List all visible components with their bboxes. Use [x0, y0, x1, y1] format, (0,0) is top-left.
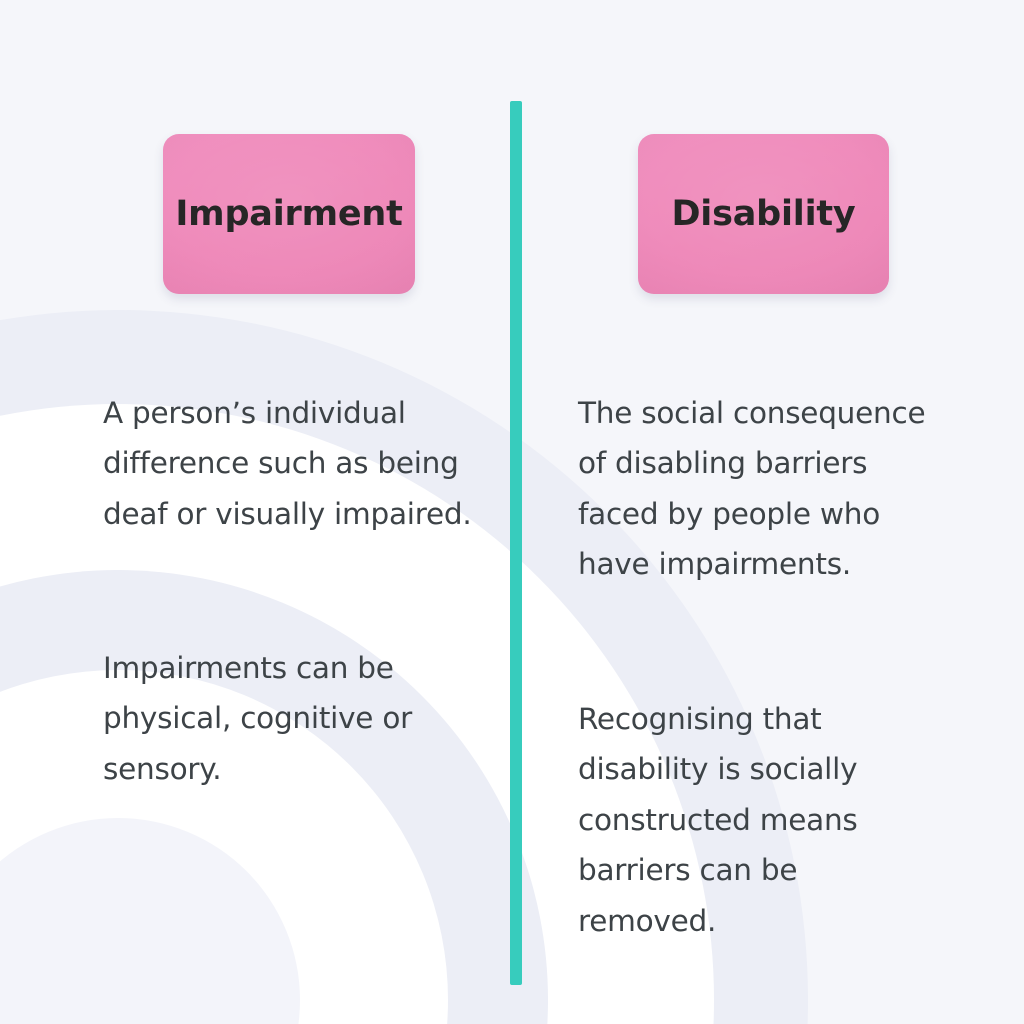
impairment-paragraph-1: A person’s individual difference such as…	[103, 395, 472, 531]
disability-paragraph-1: The social consequence of disabling barr…	[578, 395, 926, 582]
decor-ring-inner	[0, 818, 300, 1024]
heading-chip-disability: Disability	[638, 134, 889, 294]
heading-chip-impairment-label: Impairment	[175, 193, 403, 234]
heading-chip-disability-label: Disability	[671, 193, 856, 234]
impairment-paragraph-2: Impairments can be physical, cognitive o…	[103, 650, 413, 786]
vertical-divider	[510, 101, 522, 985]
disability-paragraph-2: Recognising that disability is socially …	[578, 701, 858, 938]
decor-ring-middle	[0, 570, 548, 1024]
heading-chip-impairment: Impairment	[163, 134, 415, 294]
